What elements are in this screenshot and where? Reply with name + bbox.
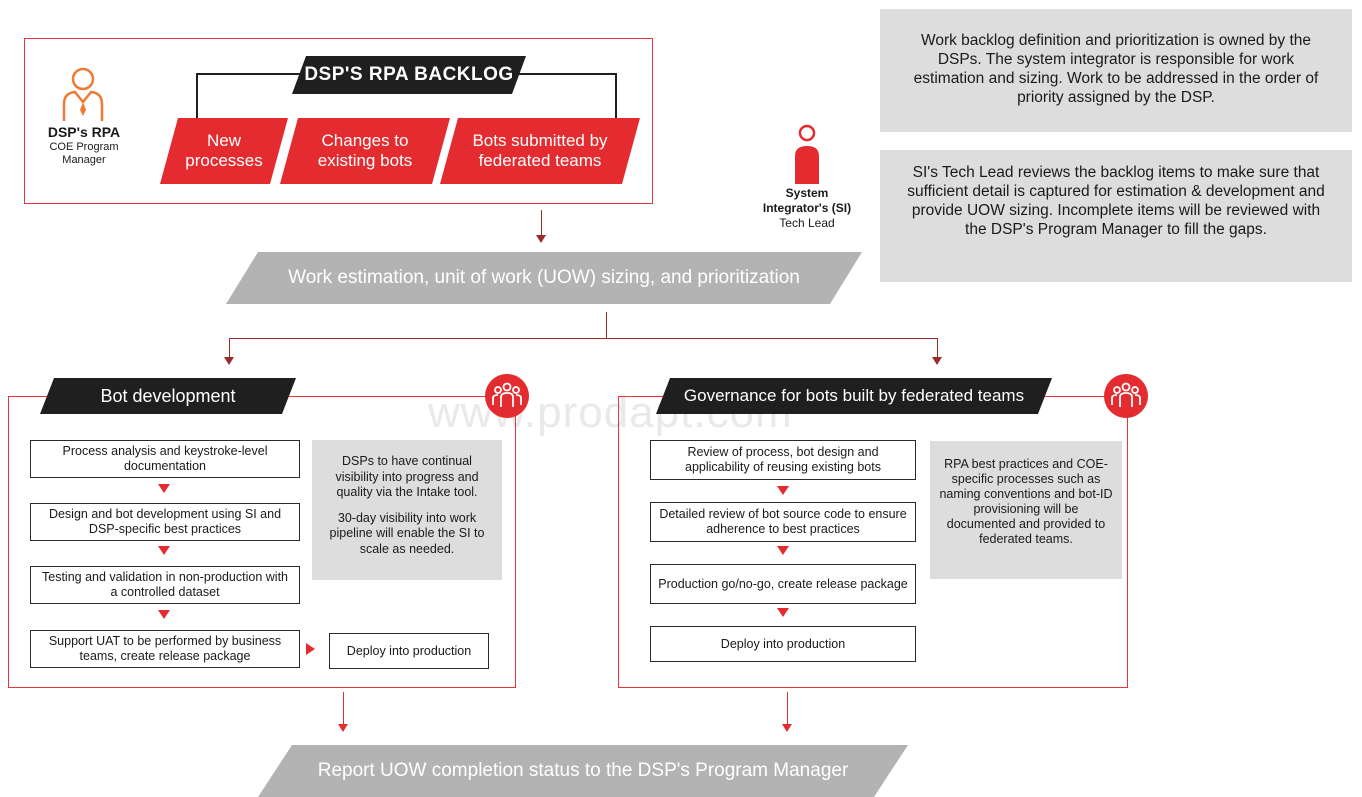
tech-lead-note: SI's Tech Lead reviews the backlog items…	[880, 150, 1352, 282]
flow-arrow-icon	[777, 608, 789, 617]
backlog-item-line: New	[206, 131, 241, 150]
connector-line	[541, 210, 542, 235]
governance-title: Governance for bots built by federated t…	[656, 378, 1052, 414]
flow-arrow-icon	[777, 486, 789, 495]
person-icon	[795, 124, 819, 184]
coe-manager-role-1: COE Program	[49, 141, 119, 153]
backlog-title: DSP'S RPA BACKLOG	[292, 56, 526, 94]
arrow-down-icon	[932, 357, 942, 365]
governance-step-3: Production go/no-go, create release pack…	[650, 564, 916, 604]
coe-manager-label: DSP's RPA COE Program Manager	[36, 124, 132, 167]
team-icon	[485, 374, 529, 418]
coe-manager-name: DSP's RPA	[47, 124, 121, 140]
arrow-down-icon	[782, 724, 792, 732]
flow-arrow-icon	[158, 484, 170, 493]
report-banner: Report UOW completion status to the DSP'…	[258, 745, 908, 797]
backlog-item-line: existing bots	[317, 151, 413, 170]
si-lead-line-2: Integrator's (SI)	[762, 201, 852, 215]
governance-step-4: Deploy into production	[650, 626, 916, 662]
backlog-item-line: processes	[185, 151, 263, 170]
connector-line	[787, 692, 788, 726]
arrow-down-icon	[224, 357, 234, 365]
bot-development-title: Bot development	[40, 378, 296, 414]
bot-dev-step-2: Design and bot development using SI and …	[30, 503, 300, 541]
flow-arrow-icon	[158, 610, 170, 619]
flow-arrow-icon	[158, 546, 170, 555]
backlog-item-line: Bots submitted by	[472, 131, 608, 150]
bot-dev-step-4: Support UAT to be performed by business …	[30, 630, 300, 668]
si-lead-label: System Integrator's (SI) Tech Lead	[752, 186, 862, 231]
ownership-note: Work backlog definition and prioritizati…	[880, 9, 1352, 132]
visibility-note-p1: DSPs to have continual visibility into p…	[335, 454, 479, 499]
connector-line	[229, 338, 937, 339]
backlog-item-line: Changes to	[321, 131, 409, 150]
bot-dev-step-1: Process analysis and keystroke-level doc…	[30, 440, 300, 478]
best-practices-note: RPA best practices and COE-specific proc…	[930, 441, 1122, 579]
governance-step-1: Review of process, bot design and applic…	[650, 440, 916, 480]
connector-line	[937, 338, 938, 358]
arrow-down-icon	[536, 235, 546, 243]
coe-manager-role-2: Manager	[62, 154, 106, 166]
visibility-note-p2: 30-day visibility into work pipeline wil…	[329, 510, 485, 556]
manager-person-icon	[62, 67, 104, 121]
visibility-note: DSPs to have continual visibility into p…	[312, 440, 502, 580]
flow-arrow-right-icon	[306, 643, 315, 655]
governance-step-2: Detailed review of bot source code to en…	[650, 502, 916, 542]
deploy-step: Deploy into production	[329, 633, 489, 669]
team-icon	[1104, 374, 1148, 418]
flow-arrow-icon	[777, 546, 789, 555]
estimation-banner: Work estimation, unit of work (UOW) sizi…	[226, 252, 862, 304]
arrow-down-icon	[338, 724, 348, 732]
backlog-item-line: federated teams	[478, 151, 602, 170]
connector-line	[606, 312, 607, 338]
connector-line	[343, 692, 344, 726]
si-lead-line-1: System	[785, 186, 829, 200]
bot-dev-step-3: Testing and validation in non-production…	[30, 566, 300, 604]
backlog-box	[24, 38, 653, 204]
si-lead-line-3: Tech Lead	[779, 216, 835, 230]
connector-line	[229, 338, 230, 358]
